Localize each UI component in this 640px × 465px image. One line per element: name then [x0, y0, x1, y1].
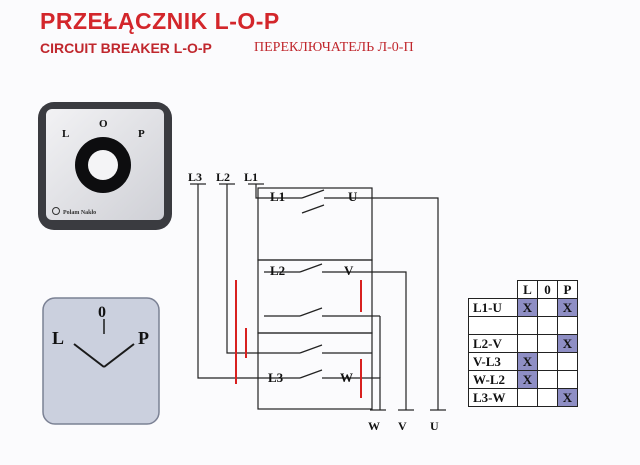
- table-row: L2-V X: [468, 334, 578, 353]
- table-row: L1-U X X: [468, 298, 578, 317]
- table-row: W-L2 X: [468, 370, 578, 389]
- column-0: 0: [537, 280, 558, 299]
- cell-0: [537, 316, 558, 335]
- brand-logo-icon: [52, 207, 60, 215]
- lead-w: [372, 377, 381, 410]
- position-label-p: P: [138, 328, 149, 348]
- cell-p: [557, 316, 578, 335]
- cell-p: [557, 370, 578, 389]
- row-label: L1-U: [468, 298, 518, 317]
- wiring-diagram: L3 L2 L1 L1 U L2 V L3 W W V U: [188, 170, 446, 433]
- lead-l2: [226, 184, 264, 354]
- cell-p: X: [557, 298, 578, 317]
- switch-photo: L O P Polam Nakło: [38, 102, 172, 230]
- column-l: L: [517, 280, 538, 299]
- cell-p: X: [557, 334, 578, 353]
- cell-l: [517, 316, 538, 335]
- cell-0: [537, 352, 558, 371]
- row-label: L3-W: [468, 388, 518, 407]
- cell-0: [537, 298, 558, 317]
- input-label-l1: L1: [244, 170, 258, 184]
- subtitle-english: CIRCUIT BREAKER L-O-P: [40, 40, 212, 56]
- position-line-left: [73, 343, 105, 368]
- contact-1-right-label: U: [348, 189, 358, 204]
- row-label: [468, 316, 518, 335]
- input-label-l2: L2: [216, 170, 230, 184]
- switch-knob-inner: [88, 150, 118, 180]
- table-row: [468, 316, 578, 335]
- switch-label-p: P: [138, 128, 145, 140]
- switch-brand: Polam Nakło: [63, 210, 96, 216]
- contact-2-left-label: L2: [270, 263, 285, 278]
- contact-1-blade: [301, 189, 325, 199]
- position-diagram: L 0 P: [42, 297, 160, 425]
- contact-table-header: L 0 P: [469, 280, 578, 299]
- contact-3-left-label: L3: [268, 370, 284, 385]
- position-line-right: [103, 343, 135, 368]
- input-label-l3: L3: [188, 170, 202, 184]
- row-label: W-L2: [468, 370, 518, 389]
- contact-3-right-label: W: [340, 370, 353, 385]
- cell-p: X: [557, 388, 578, 407]
- row-label: L2-V: [468, 334, 518, 353]
- position-label-l: L: [52, 328, 64, 348]
- cell-l: X: [517, 352, 538, 371]
- cell-l: X: [517, 298, 538, 317]
- cell-0: [537, 334, 558, 353]
- output-label-u: U: [430, 419, 439, 433]
- cell-p: [557, 352, 578, 371]
- column-p: P: [557, 280, 578, 299]
- lead-v: [372, 271, 407, 410]
- output-label-v: V: [398, 419, 407, 433]
- output-label-w: W: [368, 419, 380, 433]
- subtitle-russian: ПЕРЕКЛЮЧАТЕЛЬ Л-0-П: [254, 40, 414, 55]
- cell-l: [517, 388, 538, 407]
- lead-u: [372, 197, 439, 410]
- position-label-0: 0: [98, 304, 106, 321]
- cell-l: X: [517, 370, 538, 389]
- position-diagram-frame: [42, 297, 160, 425]
- table-row: L3-W X: [468, 388, 578, 407]
- cell-l: [517, 334, 538, 353]
- cell-0: [537, 388, 558, 407]
- contact-1-left-label: L1: [270, 189, 285, 204]
- table-row: V-L3 X: [468, 352, 578, 371]
- contact-2-blade: [299, 263, 323, 273]
- cell-0: [537, 370, 558, 389]
- contact-3-blade: [299, 369, 323, 379]
- contact-table: L 0 P L1-U X X L2-V X V-L3 X W-L2 X L3-W…: [468, 280, 578, 407]
- lead-l1: [255, 184, 264, 199]
- page-title: PRZEŁĄCZNIK L-O-P: [40, 8, 280, 34]
- lead-l3: [197, 184, 264, 379]
- switch-label-l: L: [62, 128, 69, 140]
- contact-2-right-label: V: [344, 263, 354, 278]
- contact-box-3: [257, 332, 373, 410]
- switch-label-o: O: [99, 118, 108, 130]
- row-label: V-L3: [468, 352, 518, 371]
